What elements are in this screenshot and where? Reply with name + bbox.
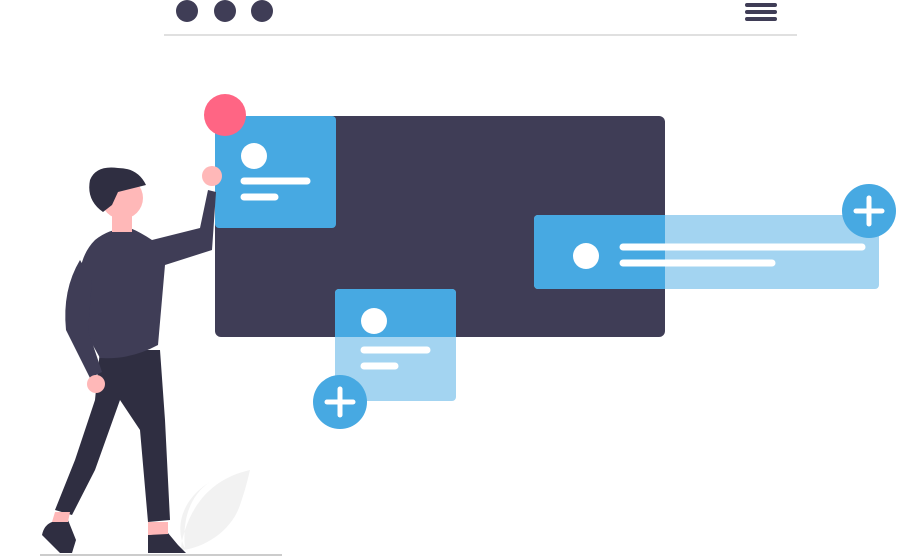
plus-icon (853, 195, 885, 227)
card-right[interactable] (534, 215, 879, 289)
card-middle[interactable] (335, 289, 456, 401)
dot-icon (176, 0, 198, 22)
avatar (573, 243, 599, 269)
dot-icon (251, 0, 273, 22)
person (42, 166, 222, 553)
window-controls (176, 0, 273, 22)
notification-dot (204, 94, 246, 136)
card-top-left[interactable] (215, 116, 336, 228)
hamburger-menu-icon[interactable] (745, 3, 777, 21)
add-button-right[interactable] (842, 184, 896, 238)
dot-icon (214, 0, 236, 22)
avatar (361, 308, 387, 334)
avatar (241, 143, 267, 169)
plus-icon (324, 386, 356, 418)
leaf-decoration (180, 470, 250, 550)
add-button-middle[interactable] (313, 375, 367, 429)
